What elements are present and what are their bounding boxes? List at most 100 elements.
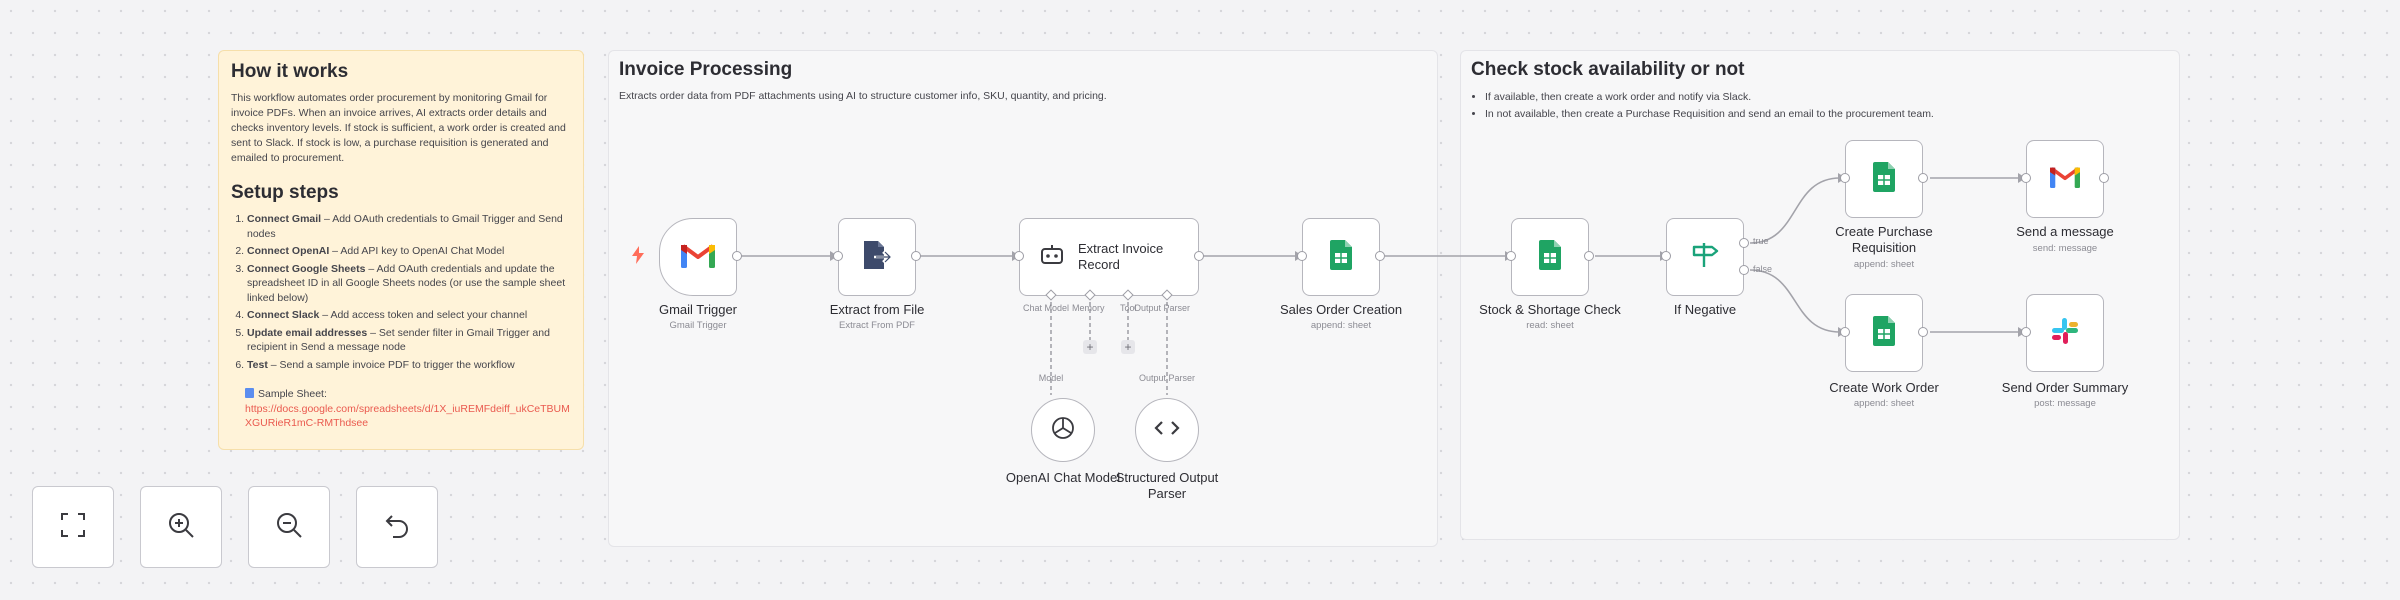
output-port[interactable] [732, 251, 742, 261]
setup-step: Connect Gmail – Add OAuth credentials to… [247, 212, 571, 241]
output-port[interactable] [1918, 173, 1928, 183]
stock-section-title: Check stock availability or not [1471, 59, 1745, 80]
how-it-works-note[interactable]: How it works This workflow automates ord… [218, 50, 584, 450]
create-pr-label: Create Purchase Requisition [1835, 224, 1933, 255]
invoice-section-description: Extracts order data from PDF attachments… [619, 90, 1107, 102]
how-it-works-title: How it works [231, 61, 349, 82]
node-openai-chat-model[interactable] [1031, 398, 1095, 462]
sales-order-sublabel: append: sheet [1310, 320, 1372, 331]
true-output-port[interactable] [1739, 238, 1749, 248]
openai-chat-model-label: OpenAI Chat Model [1005, 470, 1121, 485]
node-sales-order-creation[interactable] [1302, 218, 1380, 296]
setup-step: Connect Google Sheets – Add OAuth creden… [247, 262, 571, 306]
send-summary-sublabel: post: message [2034, 398, 2096, 409]
signpost-icon [1690, 241, 1720, 274]
create-wo-label: Create Work Order [1829, 380, 1939, 395]
extract-from-file-label: Extract from File [829, 302, 925, 317]
sample-sheet-label: Sample Sheet: [245, 388, 327, 400]
input-port[interactable] [1661, 251, 1671, 261]
gmail-icon [2050, 165, 2080, 193]
input-port[interactable] [1297, 251, 1307, 261]
how-it-works-description: This workflow automates order procuremen… [231, 92, 566, 164]
setup-steps-list: Connect Gmail – Add OAuth credentials to… [231, 212, 571, 372]
gmail-icon [681, 242, 715, 273]
add-tool-button[interactable]: + [1121, 340, 1135, 354]
node-send-a-message[interactable] [2026, 140, 2104, 218]
google-sheets-icon [1873, 315, 1895, 351]
slack-icon [2050, 316, 2080, 351]
code-icon [1154, 418, 1180, 443]
gmail-trigger-label: Gmail Trigger [658, 302, 738, 317]
output-port[interactable] [911, 251, 921, 261]
send-message-label: Send a message [2016, 224, 2114, 239]
node-stock-shortage-check[interactable] [1511, 218, 1589, 296]
input-port[interactable] [1014, 251, 1024, 261]
output-port[interactable] [2099, 173, 2109, 183]
edge-if-wo [1749, 269, 1841, 333]
stock-bullet: If available, then create a work order a… [1485, 89, 2169, 106]
node-send-order-summary[interactable] [2026, 294, 2104, 372]
setup-step: Connect OpenAI – Add API key to OpenAI C… [247, 244, 571, 259]
stock-check-sublabel: read: sheet [1526, 320, 1574, 331]
setup-step: Update email addresses – Set sender filt… [247, 326, 571, 355]
stock-bullet: In not available, then create a Purchase… [1485, 106, 2169, 123]
input-port[interactable] [2021, 173, 2031, 183]
node-gmail-trigger[interactable] [659, 218, 737, 296]
fit-view-button[interactable] [32, 486, 114, 568]
stock-check-label: Stock & Shortage Check [1479, 302, 1621, 317]
google-sheets-icon [1539, 239, 1561, 275]
input-port[interactable] [833, 251, 843, 261]
send-summary-label: Send Order Summary [2001, 380, 2129, 395]
edge-if-pr [1749, 177, 1841, 244]
output-port[interactable] [1194, 251, 1204, 261]
output-port[interactable] [1584, 251, 1594, 261]
openai-icon [1050, 415, 1076, 446]
output-port[interactable] [1918, 327, 1928, 337]
node-extract-from-file[interactable] [838, 218, 916, 296]
true-branch-label: true [1753, 236, 1769, 246]
parser-connector-label: Output Parser [1138, 373, 1196, 383]
structured-output-parser-label: Structured Output Parser [1115, 470, 1219, 501]
model-connector-label: Model [1038, 373, 1064, 383]
extract-from-file-sublabel: Extract From PDF [838, 320, 915, 331]
input-port[interactable] [2021, 327, 2031, 337]
invoice-processing-section[interactable]: Invoice Processing Extracts order data f… [608, 50, 1438, 547]
add-memory-button[interactable]: + [1083, 340, 1097, 354]
zoom-out-icon [275, 511, 303, 544]
node-structured-output-parser[interactable] [1135, 398, 1199, 462]
input-port[interactable] [1506, 251, 1516, 261]
if-negative-label: If Negative [1673, 302, 1737, 317]
node-create-purchase-requisition[interactable] [1845, 140, 1923, 218]
setup-steps-title: Setup steps [231, 182, 339, 203]
node-if-negative[interactable] [1666, 218, 1744, 296]
false-branch-label: false [1753, 264, 1773, 274]
file-export-icon [862, 239, 892, 276]
output-parser-port-label: Output Parser [1134, 303, 1191, 313]
trigger-bolt-icon [632, 246, 644, 269]
google-sheets-icon [1873, 161, 1895, 197]
setup-step: Connect Slack – Add access token and sel… [247, 308, 571, 323]
create-pr-sublabel: append: sheet [1853, 259, 1915, 270]
invoice-section-title: Invoice Processing [619, 59, 793, 80]
stock-section-bullets: If available, then create a work order a… [1471, 89, 2169, 123]
sample-sheet-link[interactable]: https://docs.google.com/spreadsheets/d/1… [245, 403, 570, 429]
zoom-out-button[interactable] [248, 486, 330, 568]
chat-model-port-label: Chat Model [1023, 303, 1070, 313]
node-extract-invoice-record[interactable]: Extract Invoice Record [1019, 218, 1199, 296]
sheet-icon [245, 388, 254, 398]
zoom-in-icon [167, 511, 195, 544]
gmail-trigger-sublabel: Gmail Trigger [669, 320, 727, 331]
zoom-in-button[interactable] [140, 486, 222, 568]
google-sheets-icon [1330, 239, 1352, 275]
false-output-port[interactable] [1739, 265, 1749, 275]
sales-order-label: Sales Order Creation [1279, 302, 1403, 317]
output-port[interactable] [1375, 251, 1385, 261]
input-port[interactable] [1840, 327, 1850, 337]
create-wo-sublabel: append: sheet [1853, 398, 1915, 409]
node-create-work-order[interactable] [1845, 294, 1923, 372]
extract-invoice-label: Extract Invoice Record [1078, 241, 1164, 272]
memory-port-label: Memory [1072, 303, 1105, 313]
reset-zoom-button[interactable] [356, 486, 438, 568]
send-message-sublabel: send: message [2032, 243, 2098, 254]
input-port[interactable] [1840, 173, 1850, 183]
